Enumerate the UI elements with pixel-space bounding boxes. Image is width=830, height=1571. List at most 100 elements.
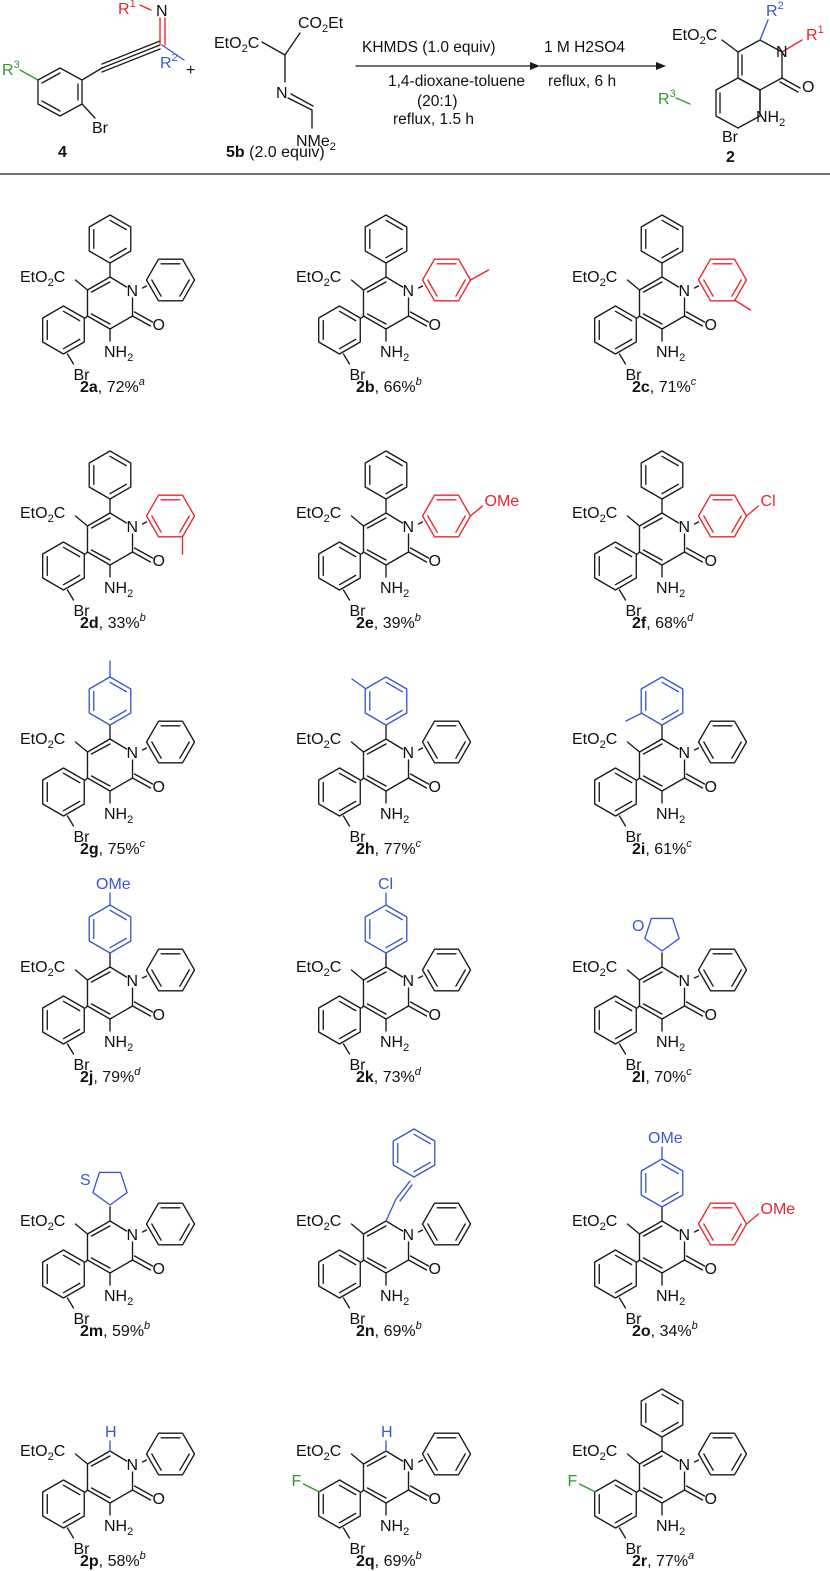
br-atom: Br [625, 1311, 642, 1328]
br-atom: Br [73, 1311, 90, 1328]
cl-label: Cl [378, 876, 393, 893]
nh2-group: NH2 [656, 806, 685, 826]
n-atom: N [403, 973, 415, 990]
eto2c-group: EtO2C [20, 959, 65, 979]
n-atom: N [403, 1227, 415, 1244]
br-atom: Br [73, 829, 90, 846]
f-atom: F [567, 1473, 577, 1490]
p-r1-label: R1 [806, 24, 824, 44]
n-atom: N [679, 745, 691, 762]
p-o-atom: O [802, 79, 814, 96]
ome-label: OMe [761, 1201, 796, 1218]
n-atom: N [127, 519, 139, 536]
p-r3-label: R3 [658, 88, 676, 108]
n-atom: N [127, 1227, 139, 1244]
eto2c-group: EtO2C [296, 505, 341, 525]
ome-label: OMe [96, 876, 131, 893]
n-atom: N [127, 283, 139, 300]
p-r2-label: R2 [766, 0, 784, 20]
n-atom: N [403, 1457, 415, 1474]
nme2-label: NMe2 [296, 133, 336, 153]
eto2c-group: EtO2C [296, 731, 341, 751]
step1-above: KHMDS (1.0 equiv) [362, 39, 496, 56]
o-atom: O [153, 317, 165, 334]
o-atom: O [153, 1007, 165, 1024]
hetero-atom: S [80, 1172, 91, 1189]
br-atom: Br [349, 367, 366, 384]
nh2-group: NH2 [104, 1034, 133, 1054]
eto2c-group: EtO2C [296, 959, 341, 979]
product-caption: 2a, 72%a [80, 376, 145, 396]
f-atom: F [291, 1473, 301, 1490]
n-atom: N [679, 973, 691, 990]
reactant-4: R3 N R1 R2 Br 4 [2, 0, 185, 161]
nh2-group: NH2 [380, 1288, 409, 1308]
eto2c-label: EtO2C [214, 35, 259, 55]
product-caption: 2l, 70%c [632, 1066, 692, 1086]
product-caption: 2r, 77%a [632, 1550, 694, 1570]
eto2c-group: EtO2C [296, 269, 341, 289]
product-2: R2 N R1 O EtO2C NH2 R3 Br 2 [658, 0, 824, 166]
br-atom: Br [349, 603, 366, 620]
step1-below-line3: reflux, 1.5 h [393, 111, 474, 128]
o-atom: O [429, 1261, 441, 1278]
n-atom: N [127, 745, 139, 762]
product-caption: 2h, 77%c [356, 838, 422, 858]
product-caption: 2e, 39%b [356, 612, 421, 632]
br-atom: Br [349, 829, 366, 846]
co2et-label: CO2Et [298, 15, 344, 35]
eto2c-group: EtO2C [20, 505, 65, 525]
br-atom: Br [625, 1057, 642, 1074]
br-label: Br [92, 120, 109, 137]
step1-below-line1: 1,4-dioxane-toluene [388, 73, 525, 90]
p-br-label: Br [722, 129, 739, 146]
o-atom: O [153, 553, 165, 570]
br-atom: Br [73, 1057, 90, 1074]
br-atom: Br [349, 1311, 366, 1328]
eto2c-group: EtO2C [296, 1213, 341, 1233]
n-atom-5b: N [276, 85, 288, 102]
eto2c-group: EtO2C [572, 505, 617, 525]
br-atom: Br [349, 1541, 366, 1558]
nh2-group: NH2 [656, 580, 685, 600]
n-atom: N [403, 745, 415, 762]
r1-label: R1 [118, 0, 136, 18]
product-caption: 2o, 34%b [632, 1320, 698, 1340]
reaction-arrows: KHMDS (1.0 equiv) 1,4-dioxane-toluene (2… [355, 39, 666, 128]
eto2c-group: EtO2C [572, 959, 617, 979]
product-caption: 2p, 58%b [80, 1550, 146, 1570]
br-atom: Br [349, 1057, 366, 1074]
br-atom: Br [625, 603, 642, 620]
r3-label: R3 [2, 59, 20, 79]
n-atom: N [679, 1227, 691, 1244]
o-atom: O [429, 317, 441, 334]
o-atom: O [705, 1007, 717, 1024]
general-reaction: R3 N R1 R2 Br 4 + EtO2C CO2Et [2, 0, 824, 166]
nh2-group: NH2 [104, 1288, 133, 1308]
n-atom: N [156, 3, 168, 20]
n-atom: N [403, 283, 415, 300]
step1-below-line2: (20:1) [417, 93, 458, 110]
o-atom: O [153, 779, 165, 796]
product-caption: 2q, 69%b [356, 1550, 422, 1570]
eto2c-group: EtO2C [20, 1443, 65, 1463]
h-atom: H [381, 1424, 393, 1441]
nh2-group: NH2 [380, 1034, 409, 1054]
product-caption: 2j, 79%d [80, 1066, 141, 1086]
nh2-group: NH2 [656, 1288, 685, 1308]
